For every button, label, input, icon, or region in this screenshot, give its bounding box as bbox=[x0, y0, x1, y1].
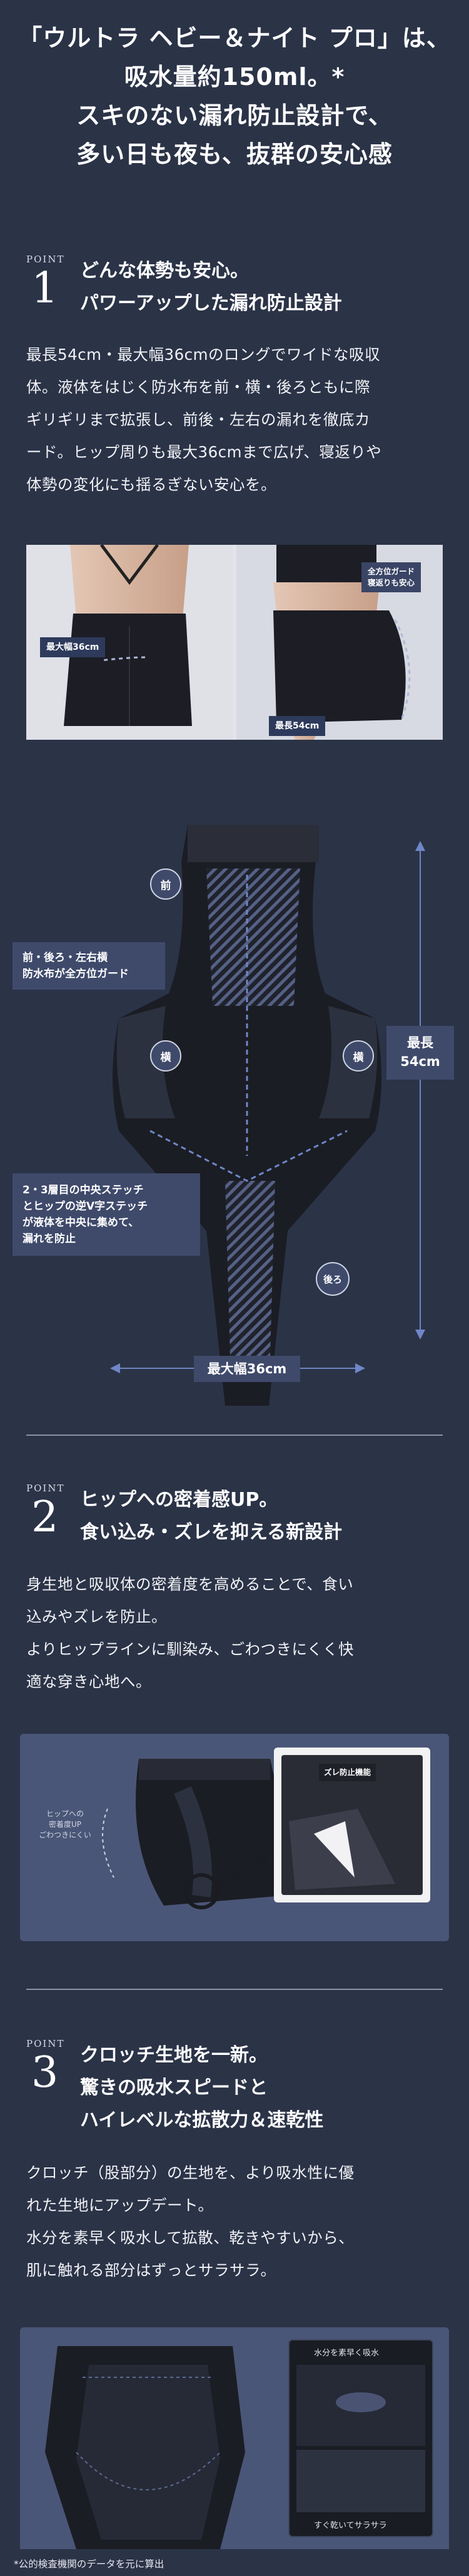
hero-line-4: 多い日も夜も、抜群の安心感 bbox=[76, 141, 393, 168]
stitch-callout-line-4: 漏れを防止 bbox=[23, 1233, 76, 1245]
point-2-header: POINT 2 ヒップへの密着感UP。 食い込み・ズレを抑える新設計 bbox=[26, 1483, 451, 1558]
point-3-title: クロッチ生地を一新。 驚きの吸水スピードと ハイレベルな拡散力＆速乾性 bbox=[80, 2039, 323, 2137]
point-number: 3 bbox=[31, 2048, 59, 2097]
body-line: 込みやズレを防止。 bbox=[26, 1608, 167, 1626]
length-dimension-label: 最長 54cm bbox=[386, 1026, 454, 1080]
width-dimension-label: 最大幅36cm bbox=[194, 1356, 300, 1382]
body-line: 最長54cm・最大幅36cmのロングでワイドな吸収 bbox=[26, 346, 381, 364]
crotch-fabric-illustration bbox=[45, 2339, 433, 2549]
point-3-title-line-3: ハイレベルな拡散力＆速乾性 bbox=[80, 2109, 324, 2131]
stitch-callout-line-1: 2・3層目の中央ステッチ bbox=[23, 1184, 144, 1196]
stitch-callout-line-2: とヒップの逆V字ステッチ bbox=[23, 1200, 148, 1213]
body-line: クロッチ（股部分）の生地を、より吸水性に優 bbox=[26, 2164, 355, 2182]
hero-line-2: 吸水量約150ml。* bbox=[124, 63, 345, 91]
max-length-tag: 最長54cm bbox=[269, 716, 326, 736]
point-1-title-line-1: どんな体勢も安心。 bbox=[80, 260, 249, 282]
point-3-header: POINT 3 クロッチ生地を一新。 驚きの吸水スピードと ハイレベルな拡散力＆… bbox=[26, 2038, 451, 2144]
body-line: 水分を素早く吸水して拡散、乾きやすいから、 bbox=[26, 2229, 355, 2247]
guard-tag-line-2: 寝返りも安心 bbox=[368, 578, 415, 587]
section-divider bbox=[26, 1989, 443, 1990]
hero-heading: 「ウルトラ ヘビー＆ナイト プロ」は、 吸水量約150ml。* スキのない漏れ防… bbox=[0, 19, 469, 174]
point-number: 1 bbox=[31, 264, 59, 313]
point-2-title-line-2: 食い込み・ズレを抑える新設計 bbox=[80, 1521, 343, 1543]
hero-line-3: スキのない漏れ防止設計で、 bbox=[76, 102, 393, 129]
point-2-body: 身生地と吸収体の密着度を高めることで、食い 込みやズレを防止。 よりヒップライン… bbox=[26, 1568, 445, 1698]
point-label: POINT bbox=[26, 2038, 65, 2049]
point-1-title: どんな体勢も安心。 パワーアップした漏れ防止設計 bbox=[80, 255, 342, 320]
anti-slip-tag: ズレ防止機能 bbox=[319, 1764, 376, 1781]
point-2-title: ヒップへの密着感UP。 食い込み・ズレを抑える新設計 bbox=[80, 1484, 342, 1549]
length-line-2: 54cm bbox=[400, 1054, 440, 1069]
absorb-label: 水分を素早く吸水 bbox=[314, 2349, 380, 2358]
stitch-callout: 2・3層目の中央ステッチ とヒップの逆V字ステッチ が液体を中央に集めて、 漏れ… bbox=[13, 1173, 200, 1256]
body-line: 身生地と吸収体の密着度を高めることで、食い bbox=[26, 1575, 354, 1593]
point-number: 2 bbox=[31, 1493, 59, 1542]
point-2-photo: ヒップへの 密着度UP ごわつきにくい ズレ防止機能 bbox=[20, 1734, 449, 1941]
point-1-photo: 最大幅36cm 最長54cm 全方位ガード 寝返りも安心 bbox=[26, 545, 443, 740]
hip-fit-line-3: ごわつきにくい bbox=[39, 1831, 91, 1839]
guard-callout-line-1: 前・後ろ・左右横 bbox=[23, 952, 108, 964]
body-line: ード。ヒップ周りも最大36cmまで広げ、寝返りや bbox=[26, 443, 382, 461]
section-divider bbox=[26, 1435, 443, 1436]
point-3-title-line-2: 驚きの吸水スピードと bbox=[80, 2077, 268, 2099]
stitch-callout-line-3: が液体を中央に集めて、 bbox=[23, 1216, 139, 1229]
body-line: 肌に触れる部分はずっとサラサラ。 bbox=[26, 2261, 276, 2279]
point-label: POINT bbox=[26, 1483, 65, 1494]
body-line: ギリギリまで拡張し、前後・左右の漏れを徹底カ bbox=[26, 410, 370, 429]
hip-fit-illustration bbox=[102, 1748, 430, 1909]
garment-diagram bbox=[106, 825, 425, 1406]
body-line: 体。液体をはじく防水布を前・横・後ろともに際 bbox=[26, 378, 370, 396]
body-line: 適な穿き心地へ。 bbox=[26, 1673, 151, 1691]
label-side-left: 横 bbox=[150, 1040, 181, 1072]
hip-fit-line-2: 密着度UP bbox=[48, 1820, 82, 1829]
point-1-title-line-2: パワーアップした漏れ防止設計 bbox=[80, 292, 342, 314]
max-width-tag: 最大幅36cm bbox=[40, 637, 106, 657]
guard-tag: 全方位ガード 寝返りも安心 bbox=[361, 562, 421, 592]
guard-tag-line-1: 全方位ガード bbox=[368, 567, 415, 576]
point-label: POINT bbox=[26, 254, 65, 265]
dry-label: すぐ乾いてサラサラ bbox=[314, 2521, 387, 2530]
label-side-right: 横 bbox=[343, 1040, 374, 1072]
point-3-body: クロッチ（股部分）の生地を、より吸水性に優 れた生地にアップデート。 水分を素早… bbox=[26, 2157, 445, 2287]
body-line: 体勢の変化にも揺るぎない安心を。 bbox=[26, 475, 276, 494]
point-1-diagram: 前 横 横 後ろ 前・後ろ・左右横 防水布が全方位ガード 2・3層目の中央ステッ… bbox=[0, 806, 469, 1406]
point-1-body: 最長54cm・最大幅36cmのロングでワイドな吸収 体。液体をはじく防水布を前・… bbox=[26, 339, 445, 501]
label-front: 前 bbox=[150, 868, 181, 900]
point-3-photo: 水分を素早く吸水 すぐ乾いてサラサラ bbox=[20, 2327, 449, 2549]
hip-fit-label: ヒップへの 密着度UP ごわつきにくい bbox=[34, 1809, 96, 1841]
hip-fit-line-1: ヒップへの bbox=[46, 1809, 84, 1818]
point-1-header: POINT 1 どんな体勢も安心。 パワーアップした漏れ防止設計 bbox=[26, 254, 451, 329]
body-line: よりヒップラインに馴染み、ごわつきにくく快 bbox=[26, 1640, 355, 1658]
label-back: 後ろ bbox=[316, 1262, 350, 1296]
guard-callout: 前・後ろ・左右横 防水布が全方位ガード bbox=[13, 942, 165, 990]
point-2-title-line-1: ヒップへの密着感UP。 bbox=[80, 1489, 278, 1511]
body-line: れた生地にアップデート。 bbox=[26, 2196, 214, 2214]
hero-line-1: 「ウルトラ ヘビー＆ナイト プロ」は、 bbox=[18, 24, 451, 52]
guard-callout-line-2: 防水布が全方位ガード bbox=[23, 968, 129, 980]
footnote: *公的検査機関のデータを元に算出 bbox=[14, 2559, 164, 2570]
length-line-1: 最長 bbox=[407, 1035, 433, 1050]
point-3-title-line-1: クロッチ生地を一新。 bbox=[80, 2044, 268, 2066]
